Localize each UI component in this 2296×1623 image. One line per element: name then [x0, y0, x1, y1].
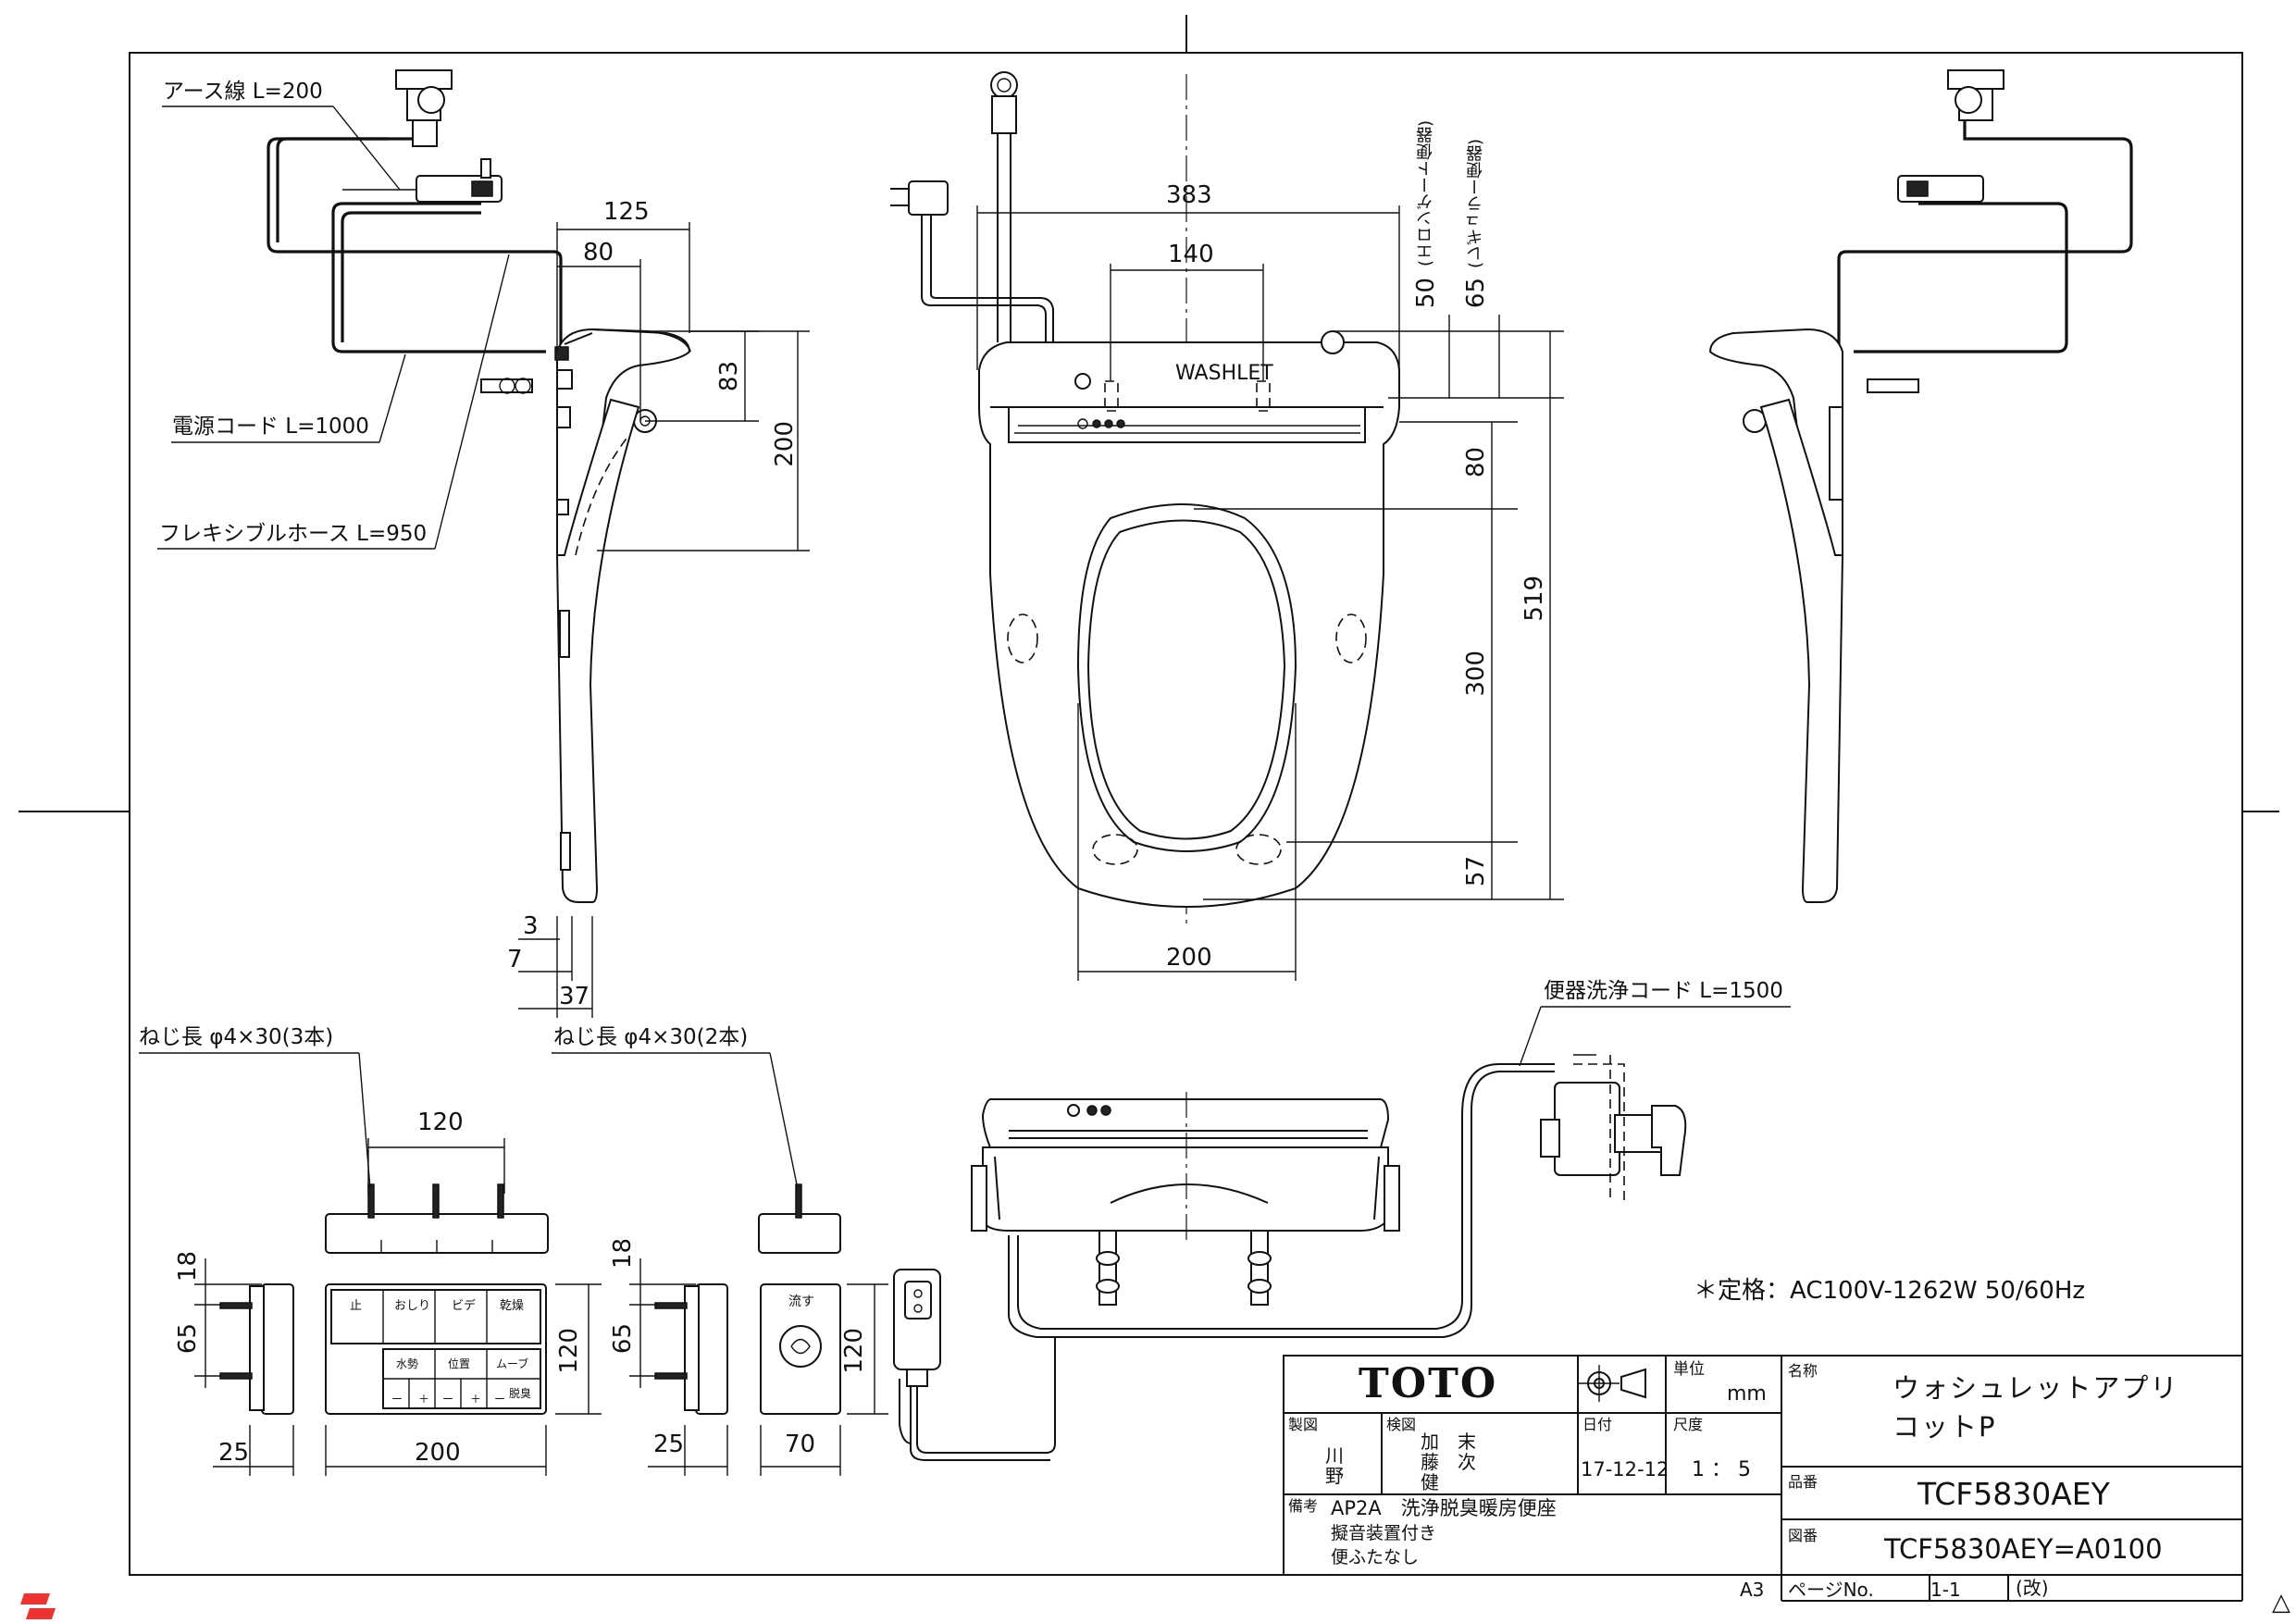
left-side-dims: [518, 222, 810, 1018]
dim-65: 65: [1462, 278, 1490, 309]
callout-leaders: [139, 105, 1791, 1190]
dim-remote-25: 25: [218, 1439, 250, 1467]
part-number: TCF5830AEY: [1917, 1476, 2110, 1512]
dim-57: 57: [1462, 856, 1490, 887]
right-side-view: [1708, 69, 2133, 903]
remarks-line-2: 擬音装置付き: [1331, 1523, 1437, 1543]
checked-by-1: 加 末: [1421, 1431, 1476, 1453]
dim-remote-120: 120: [417, 1109, 464, 1136]
page-number: 1-1: [1930, 1579, 1961, 1601]
dim-80-top: 80: [1462, 447, 1490, 478]
dim-remote-18: 18: [174, 1251, 202, 1282]
remote-plus-1: ＋: [418, 1393, 430, 1406]
top-view: WASHLET: [890, 71, 1400, 908]
remote-wall-bracket-top: [325, 1138, 549, 1254]
remote-button-deodor: 脱臭: [509, 1387, 532, 1400]
dim-80: 80: [583, 239, 614, 266]
flush-remote-bracket: [758, 1183, 841, 1254]
remote-button-stop: 止: [350, 1299, 363, 1313]
dim-remote2-18: 18: [609, 1238, 637, 1270]
remote-plus-2: ＋: [470, 1393, 482, 1406]
page-label: ページNo.: [1788, 1579, 1874, 1601]
dim-remote2-65: 65: [609, 1323, 637, 1355]
callout-flexible-hose: フレキシブルホース L=950: [159, 522, 428, 546]
dim-remote2-120-h: 120: [840, 1328, 868, 1374]
remarks-label: 備考: [1288, 1497, 1319, 1515]
scale-value: 1 ： 5: [1692, 1458, 1751, 1481]
front-view: [893, 1063, 1555, 1461]
remote-minus-1: ー: [391, 1393, 403, 1406]
dim-remote-65: 65: [174, 1323, 202, 1355]
dim-300: 300: [1462, 650, 1490, 697]
dim-140: 140: [1168, 241, 1214, 268]
remarks-line-1: AP2A 洗浄脱臭暖房便座: [1331, 1497, 1557, 1519]
sheet-size: A3: [1740, 1579, 1765, 1601]
flush-valve-unit: [1540, 1054, 1687, 1203]
corner-logo: [20, 1593, 56, 1619]
dim-200-side: 200: [771, 421, 799, 467]
dim-83: 83: [715, 361, 743, 392]
scale-label: 尺度: [1673, 1416, 1704, 1433]
remote-button-pressure: 水勢: [396, 1357, 419, 1370]
drawing-label: 図番: [1788, 1527, 1818, 1544]
revision-triangle: △: [2272, 1589, 2290, 1617]
remote-button-oshiri: おしり: [394, 1299, 431, 1313]
drawing-number: TCF5830AEY=A0100: [1884, 1533, 2163, 1565]
remote-side: [194, 1258, 294, 1476]
remote-minus-2: ー: [442, 1393, 454, 1406]
brand-logo: TOTO: [1359, 1360, 1498, 1407]
remote-button-move: ムーブ: [496, 1357, 529, 1370]
dim-383: 383: [1166, 181, 1212, 209]
dim-37: 37: [559, 983, 590, 1010]
unit-value: mm: [1727, 1382, 1767, 1406]
dim-200-top: 200: [1166, 944, 1212, 972]
remote-minus-3: ー: [494, 1393, 506, 1406]
flush-remote-front: [760, 1283, 888, 1476]
flush-remote-side: [629, 1258, 728, 1476]
callout-power-cord: 電源コード L=1000: [172, 415, 369, 439]
name-label: 名称: [1788, 1362, 1818, 1380]
dim-remote-200: 200: [415, 1439, 461, 1467]
revision-label: (改): [2016, 1577, 2049, 1599]
remote-button-position: 位置: [448, 1357, 471, 1370]
name-line-1: ウォシュレットアプリ: [1893, 1372, 2179, 1404]
remote-front: [325, 1283, 602, 1476]
dim-remote2-25: 25: [653, 1431, 685, 1458]
remarks-line-3: 便ふたなし: [1331, 1547, 1420, 1567]
dim-519: 519: [1520, 576, 1548, 622]
callout-flush-cord: 便器洗浄コード L=1500: [1544, 979, 1783, 1003]
dim-remote2-70: 70: [785, 1431, 816, 1458]
rating-note: ＊定格：AC100V-1262W 50/60Hz: [1694, 1277, 2086, 1305]
name-line-2: コットP: [1893, 1411, 1997, 1443]
remote-button-dry: 乾燥: [500, 1299, 525, 1313]
dim-125: 125: [603, 198, 650, 226]
dim-50: 50: [1412, 278, 1440, 309]
dim-65-note: (レギュラー便器): [1466, 139, 1485, 269]
dim-3: 3: [523, 912, 539, 940]
drawn-label: 製図: [1288, 1416, 1319, 1433]
callout-screw-left: ねじ長 φ4×30(3本): [139, 1025, 334, 1049]
date-label: 日付: [1582, 1416, 1613, 1433]
dim-50-note: (エロンゲート便器): [1416, 120, 1435, 267]
remote-button-bidet: ビデ: [452, 1299, 477, 1313]
date-value: 17-12-12: [1581, 1458, 1669, 1481]
part-label: 品番: [1788, 1473, 1818, 1491]
checked-by-3: 健: [1421, 1471, 1439, 1493]
drawn-by: 川 野: [1325, 1444, 1344, 1487]
top-view-dims: [976, 205, 1564, 981]
svg-text:WASHLET: WASHLET: [1175, 362, 1273, 385]
left-side-view: [267, 69, 691, 903]
dim-remote-120-h: 120: [555, 1328, 583, 1374]
checked-label: 検図: [1386, 1416, 1417, 1433]
callout-screw-right: ねじ長 φ4×30(2本): [553, 1025, 749, 1049]
dim-7: 7: [507, 946, 523, 973]
checked-by-2: 藤 次: [1421, 1451, 1476, 1473]
unit-label: 単位: [1673, 1360, 1705, 1379]
callout-earth-wire: アース線 L=200: [163, 80, 323, 104]
title-block-lines: [1283, 1355, 2243, 1602]
flush-remote-label: 流す: [788, 1295, 814, 1309]
